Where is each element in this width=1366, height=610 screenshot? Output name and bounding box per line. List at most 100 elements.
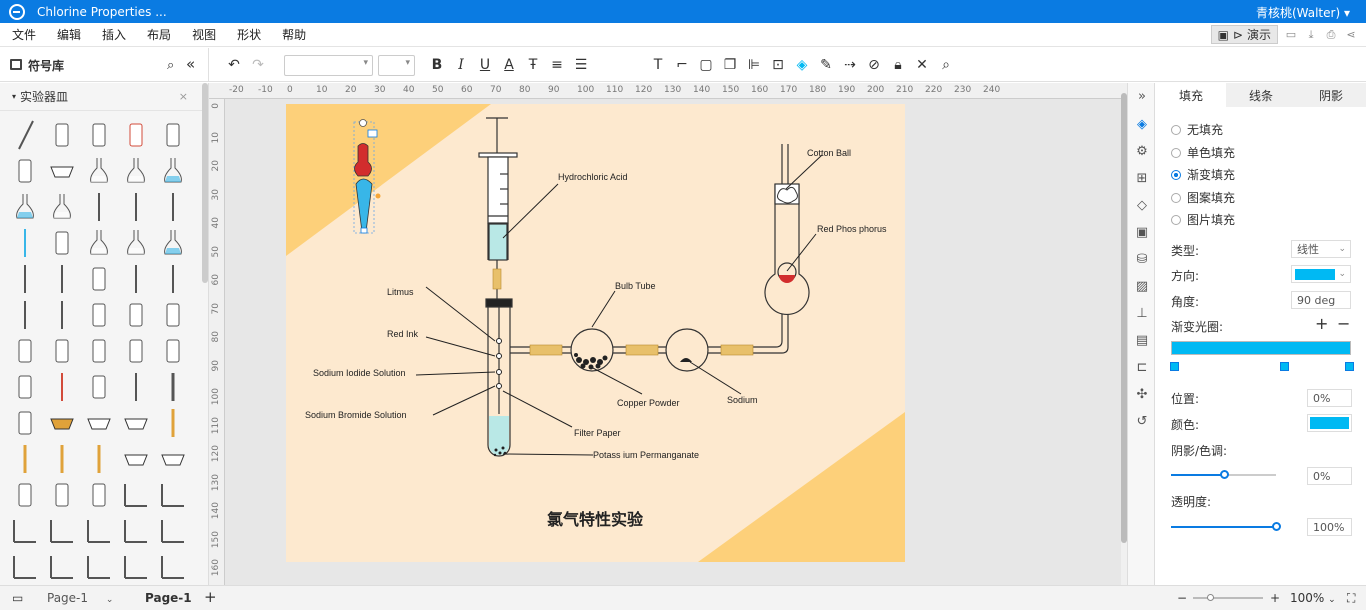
align-shapes-icon[interactable]: ⊫: [747, 57, 761, 73]
library-shape-test-tube[interactable]: [154, 189, 191, 225]
page-tab-active[interactable]: Page-1: [145, 591, 192, 605]
tools-icon[interactable]: ✕: [916, 57, 928, 73]
bold-icon[interactable]: B: [431, 57, 443, 73]
library-shape-round-flask[interactable]: [80, 153, 117, 189]
fill-color-icon[interactable]: ◈: [796, 57, 808, 73]
fill-option-image[interactable]: 图片填充: [1171, 211, 1235, 228]
library-shape-alcohol-lamp[interactable]: [117, 297, 154, 333]
shade-input[interactable]: 0%: [1307, 467, 1352, 485]
page-list-icon[interactable]: ▭: [12, 591, 24, 605]
data-icon[interactable]: ⛁: [1136, 252, 1148, 267]
line-style-icon[interactable]: ⇢: [844, 57, 856, 73]
font-family-select[interactable]: [284, 55, 373, 76]
download-icon[interactable]: ⤓: [1308, 27, 1314, 41]
remove-stop-button[interactable]: −: [1337, 314, 1351, 333]
section-close-icon[interactable]: ×: [178, 90, 188, 103]
library-shape-elbow[interactable]: [80, 513, 117, 549]
arrange-icon[interactable]: ▢: [699, 57, 713, 73]
menu-file[interactable]: 文件: [12, 28, 37, 42]
library-shape-stopper[interactable]: [117, 441, 154, 477]
menu-layout[interactable]: 布局: [147, 28, 172, 42]
menu-shape[interactable]: 形状: [237, 28, 262, 42]
library-shape-pipette[interactable]: [6, 117, 43, 153]
library-shape-u-magnet[interactable]: [43, 225, 80, 261]
library-shape-hook[interactable]: [6, 405, 43, 441]
library-shape-crucible[interactable]: [43, 405, 80, 441]
library-shape-flask-blue[interactable]: [154, 225, 191, 261]
type-select[interactable]: 线性⌄: [1291, 240, 1351, 258]
library-shape-thin-tube[interactable]: [154, 261, 191, 297]
library-shape-funnel-stand[interactable]: [80, 297, 117, 333]
library-shape-line-v[interactable]: [6, 513, 43, 549]
library-shape-branch[interactable]: [154, 549, 191, 585]
align-icon[interactable]: ≡: [551, 57, 563, 73]
canvas-area[interactable]: Hydrochloric Acid Cotton Ball Red Phos p…: [225, 99, 1121, 585]
fill-option-pattern[interactable]: 图案填充: [1171, 189, 1235, 206]
line-color-icon[interactable]: ✎: [820, 57, 832, 73]
present-button[interactable]: ▣ ⊳ 演示: [1210, 25, 1278, 44]
library-shape-stand[interactable]: [80, 369, 117, 405]
library-shape-u-tube-blue[interactable]: [6, 225, 43, 261]
image-icon[interactable]: ▨: [1135, 279, 1149, 294]
slideshow-icon[interactable]: ▣: [1135, 225, 1149, 240]
library-shape-t-joint[interactable]: [117, 513, 154, 549]
fit-icon[interactable]: ✣: [1136, 387, 1148, 402]
angle-input[interactable]: 90 deg: [1291, 291, 1351, 309]
add-stop-button[interactable]: +: [1315, 314, 1329, 333]
opacity-slider[interactable]: [1171, 522, 1281, 531]
library-shape-evaporating-dish[interactable]: [80, 405, 117, 441]
library-shape-funnel[interactable]: [80, 333, 117, 369]
print-icon[interactable]: ⎙: [1326, 27, 1336, 41]
line-spacing-icon[interactable]: ☰: [574, 57, 588, 73]
library-shape-round-flask[interactable]: [117, 153, 154, 189]
library-shape-clip[interactable]: [154, 333, 191, 369]
gradient-stop-middle[interactable]: [1280, 362, 1289, 371]
position-input[interactable]: 0%: [1307, 389, 1352, 407]
fill-option-none[interactable]: 无填充: [1171, 121, 1223, 138]
zoom-level[interactable]: 100% ⌄: [1290, 591, 1336, 605]
fill-panel-icon[interactable]: ◈: [1137, 117, 1147, 132]
diagram-page[interactable]: Hydrochloric Acid Cotton Ball Red Phos p…: [286, 104, 905, 562]
library-shape-joint[interactable]: [117, 477, 154, 513]
page-setup-icon[interactable]: ▤: [1135, 333, 1149, 348]
library-shape-stopper[interactable]: [154, 441, 191, 477]
library-shape-test-tube-rack[interactable]: [117, 369, 154, 405]
library-shape-funnel[interactable]: [43, 333, 80, 369]
library-shape-round-flask-blue[interactable]: [154, 153, 191, 189]
canvas-scrollbar[interactable]: [1121, 83, 1127, 585]
library-shape-tube-red[interactable]: [43, 369, 80, 405]
format-icon[interactable]: ⊏: [1136, 360, 1148, 375]
history-icon[interactable]: ↺: [1136, 414, 1148, 429]
collapse-panel-icon[interactable]: «: [186, 55, 196, 73]
shade-slider[interactable]: [1171, 470, 1276, 479]
add-page-button[interactable]: +: [204, 588, 217, 606]
tab-line[interactable]: 线条: [1248, 88, 1273, 103]
zoom-out-button[interactable]: −: [1177, 591, 1188, 605]
library-shape-stick[interactable]: [6, 261, 43, 297]
fill-option-gradient[interactable]: 渐变填充: [1171, 166, 1235, 183]
crop-icon[interactable]: ⊡: [772, 57, 784, 73]
library-shape-separatory[interactable]: [117, 333, 154, 369]
library-shape-spoon[interactable]: [6, 333, 43, 369]
org-chart-icon[interactable]: ⊥: [1136, 306, 1148, 321]
library-shape-rubber-bulb[interactable]: [43, 477, 80, 513]
library-shape-stopcock[interactable]: [154, 297, 191, 333]
underline-icon[interactable]: U: [479, 57, 491, 73]
text-style-icon[interactable]: Ŧ: [528, 57, 538, 73]
library-shape-rod-yellow[interactable]: [6, 441, 43, 477]
library-shape-bent-tube[interactable]: [43, 261, 80, 297]
fullscreen-icon[interactable]: ⛶: [1347, 591, 1356, 605]
opacity-input[interactable]: 100%: [1307, 518, 1352, 536]
library-shape-erlenmeyer[interactable]: [43, 189, 80, 225]
find-icon[interactable]: ⌕: [942, 57, 950, 73]
menu-help[interactable]: 帮助: [282, 28, 307, 42]
library-shape-flask[interactable]: [80, 225, 117, 261]
library-shape-trough[interactable]: [43, 153, 80, 189]
library-section-header[interactable]: ▾ 实验器皿 ×: [0, 83, 208, 111]
library-shape-thermometer[interactable]: [6, 297, 43, 333]
undo-icon[interactable]: ↶: [228, 57, 240, 73]
page-tab-dropdown[interactable]: Page-1 ⌄: [47, 591, 114, 605]
library-shape-t-bar[interactable]: [80, 549, 117, 585]
menu-edit[interactable]: 编辑: [57, 28, 82, 42]
library-shape-flask[interactable]: [117, 225, 154, 261]
